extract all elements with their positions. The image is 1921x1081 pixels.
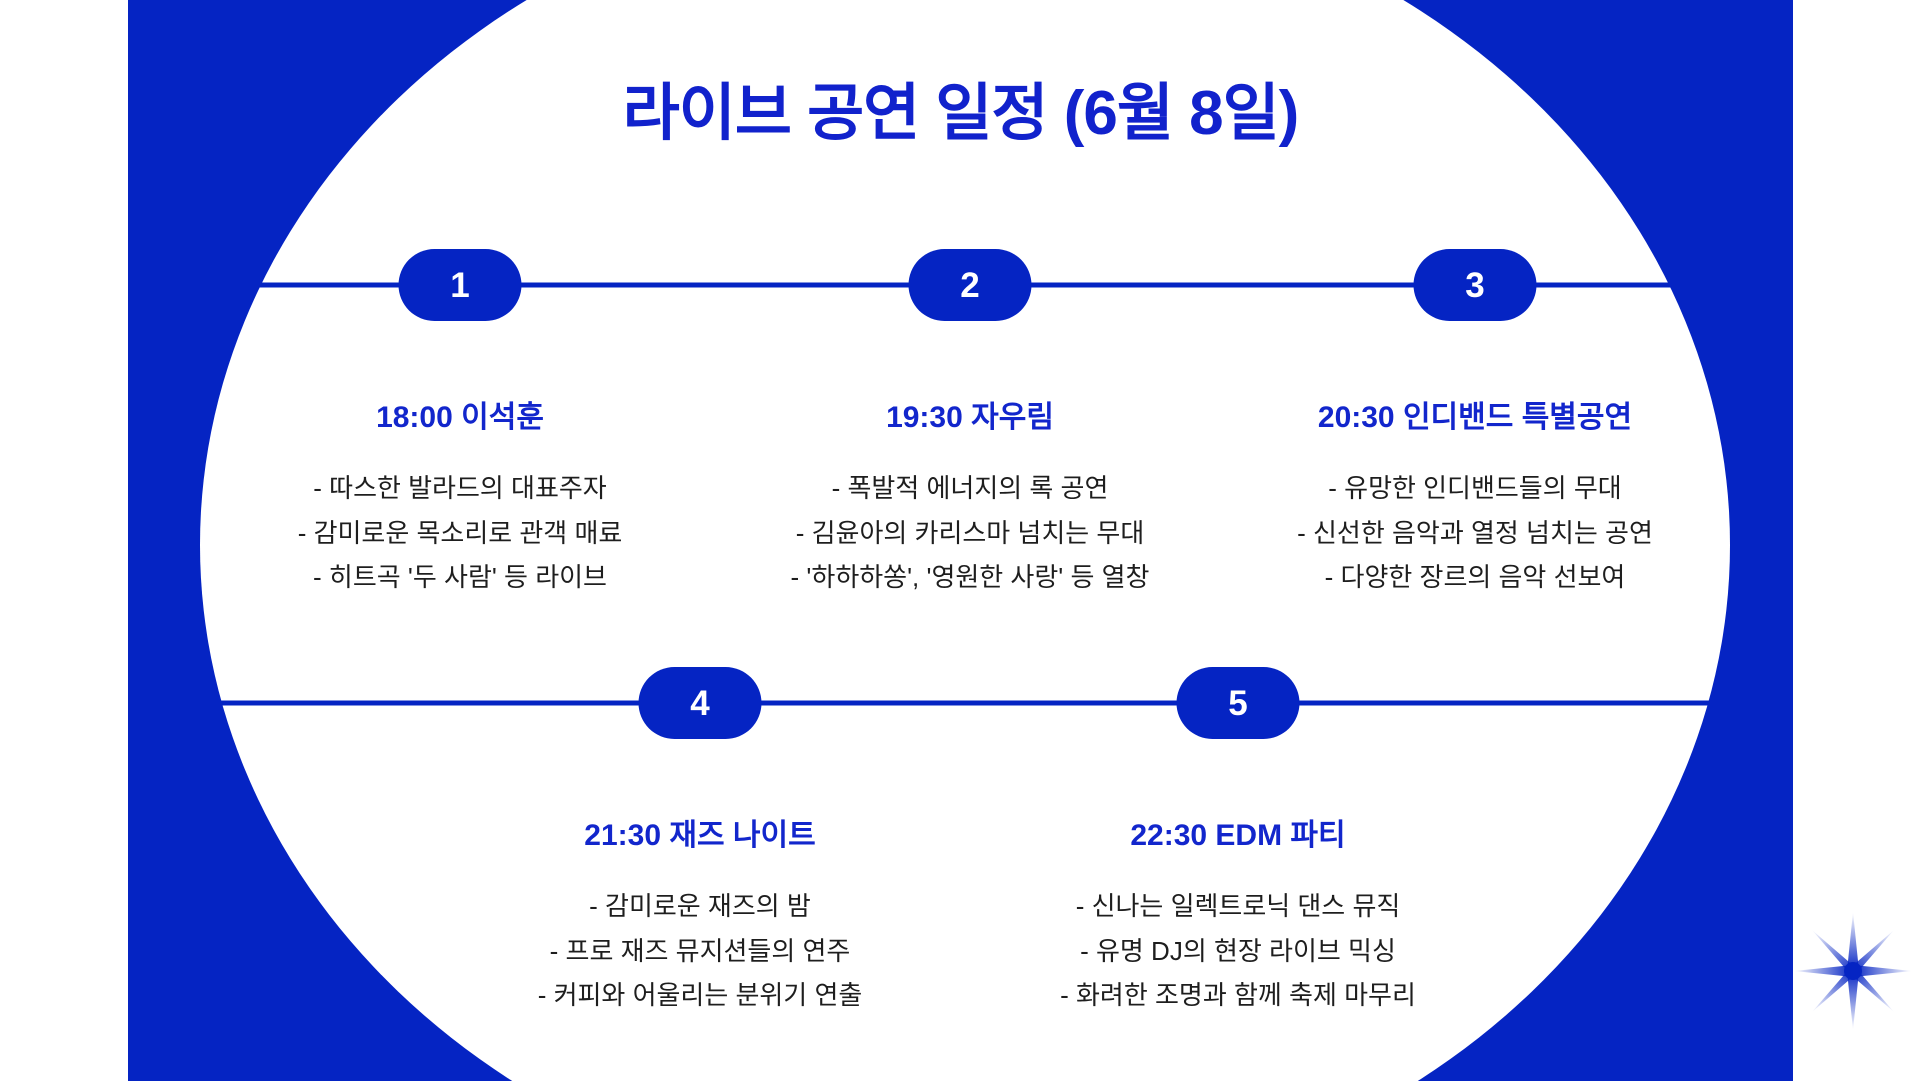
list-item: - 유망한 인디밴드들의 무대 bbox=[1328, 473, 1622, 503]
list-item: - 다양한 장르의 음악 선보여 bbox=[1324, 562, 1626, 593]
page-title: 라이브 공연 일정 (6월 8일) bbox=[622, 79, 1300, 148]
list-item: - 김윤아의 카리스마 넘치는 무대 bbox=[795, 517, 1145, 548]
schedule-card-4[interactable]: 21:30 재즈 나이트 - 감미로운 재즈의 밤 - 프로 재즈 뮤지션들의 … bbox=[430, 818, 970, 1018]
timeline-rail bbox=[180, 700, 1740, 706]
list-item: - 히트곡 '두 사람' 등 라이브 bbox=[313, 562, 607, 593]
list-item: - 유명 DJ의 현장 라이브 믹싱 bbox=[1080, 935, 1396, 966]
schedule-heading: 21:30 재즈 나이트 bbox=[584, 819, 816, 852]
schedule-detail-list: - 폭발적 에너지의 록 공연 - 김윤아의 카리스마 넘치는 무대 - '하하… bbox=[700, 466, 1240, 600]
schedule-heading: 19:30 자우림 bbox=[886, 401, 1054, 434]
schedule-card-3[interactable]: 20:30 인디밴드 특별공연 - 유망한 인디밴드들의 무대 - 신선한 음악… bbox=[1205, 400, 1745, 600]
sparkle-star-icon bbox=[1790, 908, 1916, 1034]
timeline-badge-2[interactable]: 2 bbox=[908, 249, 1032, 321]
list-item: - 따스한 발라드의 대표주자 bbox=[313, 473, 607, 503]
schedule-detail-list: - 따스한 발라드의 대표주자 - 감미로운 목소리로 관객 매료 - 히트곡 … bbox=[190, 466, 730, 600]
schedule-detail-list: - 유망한 인디밴드들의 무대 - 신선한 음악과 열정 넘치는 공연 - 다양… bbox=[1205, 466, 1745, 600]
timeline-badge-3[interactable]: 3 bbox=[1413, 249, 1537, 321]
list-item: - 폭발적 에너지의 록 공연 bbox=[831, 473, 1109, 503]
list-item: - 프로 재즈 뮤지션들의 연주 bbox=[549, 935, 851, 966]
white-ellipse-shape bbox=[200, 0, 1730, 1081]
list-item: - 감미로운 재즈의 밤 bbox=[589, 891, 811, 921]
schedule-heading: 20:30 인디밴드 특별공연 bbox=[1317, 401, 1633, 434]
timeline-badge-4[interactable]: 4 bbox=[638, 667, 762, 739]
list-item: - 신나는 일렉트로닉 댄스 뮤직 bbox=[1075, 891, 1401, 921]
schedule-detail-list: - 신나는 일렉트로닉 댄스 뮤직 - 유명 DJ의 현장 라이브 믹싱 - 화… bbox=[968, 884, 1508, 1018]
schedule-detail-list: - 감미로운 재즈의 밤 - 프로 재즈 뮤지션들의 연주 - 커피와 어울리는… bbox=[430, 884, 970, 1018]
list-item: - '하하하쏭', '영원한 사랑' 등 열창 bbox=[790, 562, 1150, 593]
timeline-badge-1[interactable]: 1 bbox=[398, 249, 522, 321]
list-item: - 화려한 조명과 함께 축제 마무리 bbox=[1060, 980, 1416, 1011]
schedule-heading: 18:00 이석훈 bbox=[376, 401, 544, 434]
timeline-badge-5[interactable]: 5 bbox=[1176, 667, 1300, 739]
schedule-card-1[interactable]: 18:00 이석훈 - 따스한 발라드의 대표주자 - 감미로운 목소리로 관객… bbox=[190, 400, 730, 600]
schedule-heading: 22:30 EDM 파티 bbox=[1130, 819, 1346, 852]
schedule-card-5[interactable]: 22:30 EDM 파티 - 신나는 일렉트로닉 댄스 뮤직 - 유명 DJ의 … bbox=[968, 818, 1508, 1018]
list-item: - 신선한 음악과 열정 넘치는 공연 bbox=[1297, 517, 1653, 548]
schedule-card-2[interactable]: 19:30 자우림 - 폭발적 에너지의 록 공연 - 김윤아의 카리스마 넘치… bbox=[700, 400, 1240, 600]
list-item: - 감미로운 목소리로 관객 매료 bbox=[297, 517, 623, 548]
list-item: - 커피와 어울리는 분위기 연출 bbox=[537, 980, 863, 1011]
